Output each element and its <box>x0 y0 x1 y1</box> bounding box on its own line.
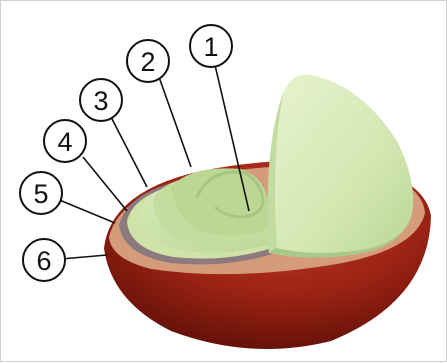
label-2-text: 2 <box>140 47 155 77</box>
leader-line-4 <box>83 157 127 211</box>
label-4: 4 <box>44 120 86 162</box>
label-1-text: 1 <box>203 32 218 62</box>
label-5-text: 5 <box>33 179 48 209</box>
leader-line-2 <box>159 77 191 167</box>
label-2: 2 <box>127 40 169 82</box>
leader-line-6 <box>61 255 107 259</box>
leader-line-3 <box>111 117 147 187</box>
label-3: 3 <box>80 79 122 121</box>
label-6: 6 <box>23 239 65 281</box>
right-bean <box>268 74 414 257</box>
label-3-text: 3 <box>93 86 108 116</box>
label-5: 5 <box>20 172 62 214</box>
label-6-text: 6 <box>36 246 51 276</box>
label-4-text: 4 <box>57 127 72 157</box>
label-1: 1 <box>190 25 232 67</box>
leader-line-5 <box>57 199 115 223</box>
